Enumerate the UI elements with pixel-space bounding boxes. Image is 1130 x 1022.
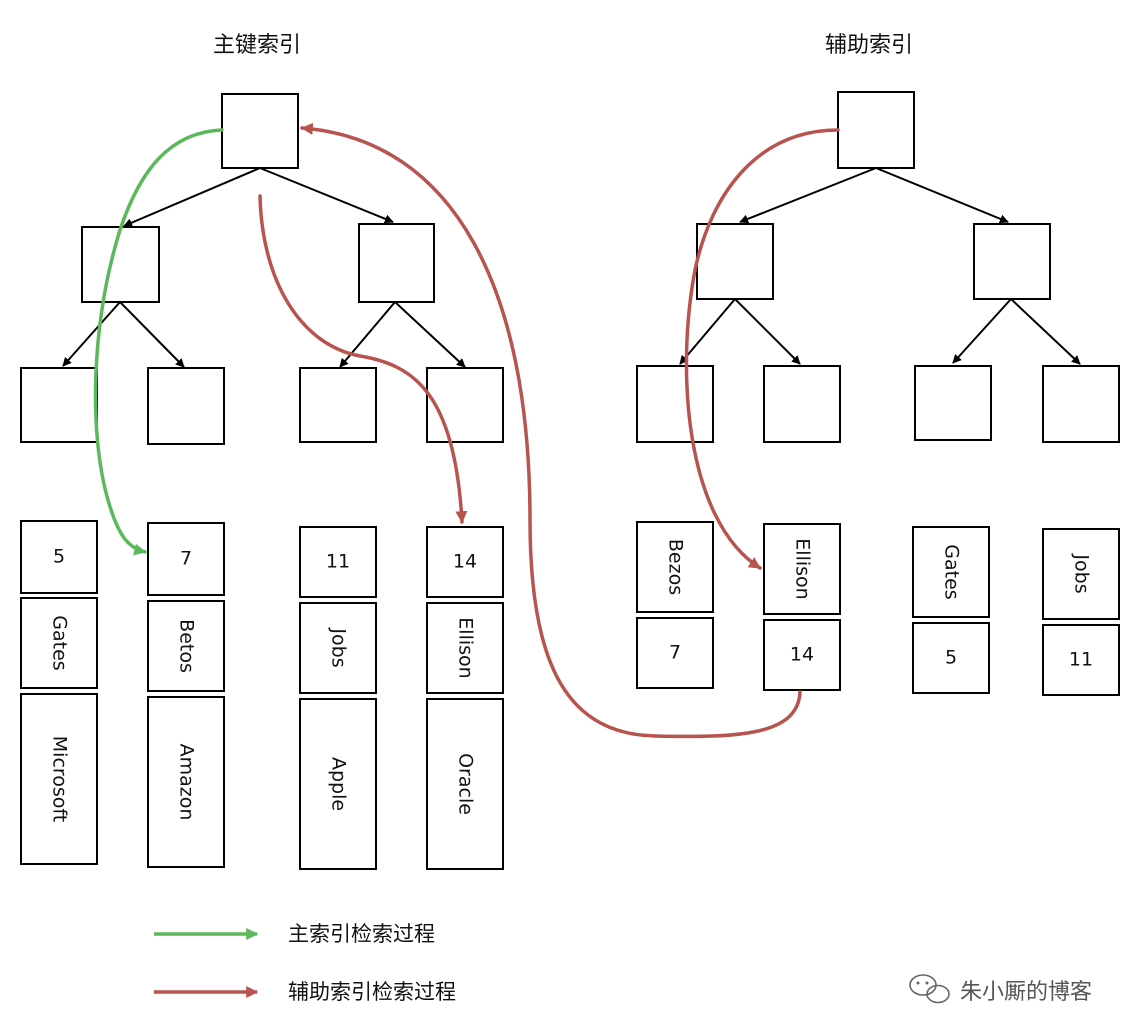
- tree-edge: [123, 167, 261, 227]
- name-value: Jobs: [1071, 553, 1093, 593]
- primary-leaf-node: [20, 367, 98, 443]
- tree-edge: [739, 167, 877, 224]
- secondary-data-rows: Bezos 7 Ellison 14 Gates 5 Jobs 11: [636, 521, 1120, 696]
- key-value: 11: [326, 551, 350, 573]
- id-cell: [636, 617, 714, 689]
- id-cell: [912, 622, 990, 694]
- secondary-leaf-node: [763, 365, 841, 443]
- tree-edge: [259, 167, 394, 224]
- primary-internal-node: [358, 223, 435, 303]
- company-value: Amazon: [176, 744, 198, 821]
- key-cell: [426, 526, 504, 598]
- company-cell: [147, 696, 225, 868]
- id-cell: [1042, 624, 1120, 696]
- primary-data-row: 11 Jobs Apple: [299, 526, 377, 870]
- secondary-data-row: Gates 5: [912, 526, 990, 694]
- legend-primary-label: 主索引检索过程: [288, 922, 435, 946]
- name-value: Ellison: [455, 617, 477, 678]
- primary-data-row: 7 Betos Amazon: [147, 522, 225, 868]
- tree-edge: [875, 167, 1009, 224]
- name-value: Jobs: [328, 627, 350, 667]
- company-cell: [20, 693, 98, 865]
- key-value: 7: [180, 548, 192, 570]
- name-cell: [763, 523, 841, 615]
- name-cell: [1042, 528, 1120, 620]
- primary-data-row: 5 Gates Microsoft: [20, 520, 98, 865]
- key-value: 14: [453, 551, 477, 573]
- secondary-index-title: 辅助索引: [825, 33, 913, 58]
- company-value: Oracle: [455, 753, 477, 815]
- lookup-back-path: [300, 122, 802, 739]
- id-value: 5: [945, 647, 957, 669]
- secondary-leaf-node: [914, 365, 992, 441]
- name-cell: [426, 602, 504, 694]
- tree-edge: [679, 298, 736, 365]
- secondary-leaf-node: [636, 365, 714, 443]
- wechat-icon: [909, 974, 950, 1004]
- name-value: Gates: [49, 615, 71, 670]
- tree-edge: [1010, 298, 1081, 365]
- secondary-data-row: Jobs 11: [1042, 528, 1120, 696]
- tree-edge: [734, 298, 801, 365]
- primary-search-path: [93, 128, 224, 556]
- secondary-search-descent-path: [258, 194, 468, 524]
- tree-edge: [62, 301, 121, 367]
- legend-secondary-label: 辅助索引检索过程: [288, 980, 456, 1004]
- key-cell: [20, 520, 98, 594]
- watermark: 朱小厮的博客: [909, 974, 1092, 1005]
- id-cell: [763, 619, 841, 691]
- primary-leaf-node: [147, 367, 225, 445]
- key-value: 5: [53, 546, 65, 568]
- primary-tree: [20, 93, 504, 445]
- tree-edge: [339, 301, 396, 368]
- id-value: 14: [790, 644, 814, 666]
- name-cell: [147, 600, 225, 692]
- secondary-search-path: [684, 128, 840, 570]
- primary-root-node: [221, 93, 299, 169]
- name-cell: [636, 521, 714, 613]
- name-value: Betos: [176, 619, 198, 673]
- secondary-tree: [636, 91, 1120, 443]
- primary-index-title: 主键索引: [213, 33, 301, 58]
- name-value: Gates: [941, 544, 963, 599]
- secondary-internal-node: [696, 223, 774, 300]
- secondary-internal-node: [973, 223, 1051, 300]
- name-value: Ellison: [792, 538, 814, 599]
- legend: 主索引检索过程 辅助索引检索过程: [154, 922, 456, 1004]
- key-cell: [147, 522, 225, 596]
- id-value: 11: [1069, 649, 1093, 671]
- watermark-text: 朱小厮的博客: [960, 980, 1092, 1005]
- name-cell: [912, 526, 990, 618]
- tree-edge: [119, 301, 185, 368]
- primary-leaf-node: [426, 367, 504, 443]
- key-cell: [299, 526, 377, 598]
- name-value: Bezos: [665, 539, 687, 595]
- company-cell: [299, 698, 377, 870]
- company-cell: [426, 698, 504, 870]
- primary-internal-node: [81, 226, 160, 303]
- tree-edge: [394, 301, 466, 368]
- primary-data-row: 14 Ellison Oracle: [426, 526, 504, 870]
- secondary-root-node: [837, 91, 915, 169]
- primary-data-rows: 5 Gates Microsoft 7 Betos Amazon 11 Jobs…: [20, 520, 504, 870]
- company-value: Apple: [328, 757, 350, 811]
- name-cell: [299, 602, 377, 694]
- secondary-data-row: Bezos 7: [636, 521, 714, 689]
- company-value: Microsoft: [49, 736, 71, 822]
- tree-edge: [952, 298, 1012, 364]
- secondary-leaf-node: [1042, 365, 1120, 443]
- primary-leaf-node: [299, 367, 377, 443]
- secondary-data-row: Ellison 14: [763, 523, 841, 691]
- name-cell: [20, 597, 98, 689]
- id-value: 7: [669, 642, 681, 664]
